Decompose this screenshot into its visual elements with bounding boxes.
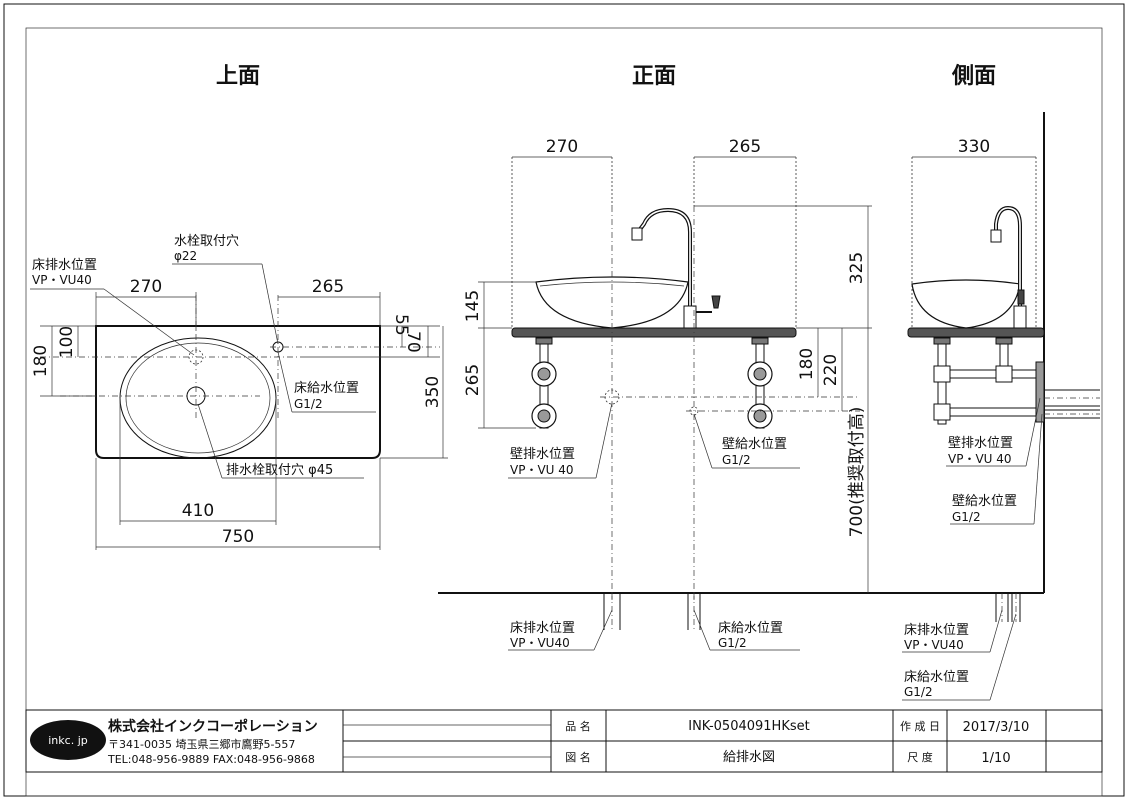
drain-hole-label: 排水栓取付穴 φ45 [226, 463, 333, 478]
view-title-top: 上面 [216, 64, 260, 89]
side-dim-330: 330 [958, 137, 990, 157]
front-dim-325: 325 [847, 252, 867, 284]
front-floor-supply-spec: G1/2 [718, 636, 747, 650]
front-wall-drain-label: 壁排水位置 [510, 447, 575, 462]
front-wall-drain-spec: VP・VU 40 [510, 463, 574, 477]
front-dim-265-left: 265 [463, 364, 483, 396]
front-floor-drain-label: 床排水位置 [510, 621, 575, 636]
drawing-value: 給排水図 [723, 750, 775, 765]
front-view: 270 265 325 145 265 180 220 700(推奨取付高) 壁… [438, 137, 1044, 651]
top-dim-270: 270 [130, 277, 162, 297]
title-block: inkc. jp 株式会社インクコーポレーション 〒341-0035 埼玉県三郷… [25, 709, 1103, 773]
top-dim-100: 100 [57, 326, 77, 358]
side-wall-drain-spec: VP・VU 40 [948, 452, 1012, 466]
front-faucet-body [683, 305, 697, 329]
logo-text: inkc. jp [48, 734, 87, 747]
top-floor-drain-label: 床排水位置 [32, 258, 97, 273]
front-leg-left [531, 337, 557, 429]
top-dim-180: 180 [31, 345, 51, 377]
side-counter [907, 327, 1045, 338]
side-wall-drain-label: 壁排水位置 [948, 436, 1013, 451]
top-dim-265: 265 [312, 277, 344, 297]
top-counter-outline [95, 325, 381, 459]
top-basin-inner [125, 342, 271, 454]
scale-value: 1/10 [981, 751, 1010, 766]
top-dim-55: 55 [391, 314, 411, 336]
front-dim-270: 270 [546, 137, 578, 157]
view-title-side: 側面 [951, 64, 996, 89]
front-dim-180: 180 [797, 348, 817, 380]
top-dim-70: 70 [403, 331, 423, 353]
scale-label: 尺 度 [907, 750, 933, 764]
product-value: INK-0504091HKset [688, 719, 809, 734]
top-floor-supply-spec: G1/2 [294, 397, 323, 411]
front-wall-supply-label: 壁給水位置 [722, 437, 787, 452]
front-dim-220: 220 [821, 354, 841, 386]
side-floor-supply-spec: G1/2 [904, 685, 933, 699]
front-floor-supply-label: 床給水位置 [718, 621, 783, 636]
top-floor-supply-label: 床給水位置 [294, 381, 359, 396]
front-faucet-handle [711, 295, 721, 309]
side-view: 330 壁排水位置 VP・VU 40 壁給水位 [902, 112, 1100, 701]
side-floor-supply-label: 床給水位置 [904, 670, 969, 685]
front-dim-145: 145 [463, 290, 483, 322]
top-floor-drain-spec: VP・VU40 [32, 273, 92, 287]
front-faucet-nozzle [631, 227, 643, 241]
top-dim-350: 350 [423, 376, 443, 408]
drawing-label: 図 名 [565, 750, 591, 764]
side-floor-drain-spec: VP・VU40 [904, 638, 964, 652]
company-contact: TEL:048-956-9889 FAX:048-956-9868 [107, 753, 315, 766]
inner-border [25, 27, 1103, 797]
view-title-front: 正面 [632, 64, 676, 89]
top-dim-750: 750 [222, 527, 254, 547]
top-view: 270 265 55 70 180 100 350 410 750 [30, 234, 448, 550]
faucet-hole-label: 水栓取付穴 [174, 234, 239, 249]
top-basin-outer [119, 337, 277, 459]
date-label: 作 成 日 [900, 720, 940, 733]
front-leg-right [747, 337, 773, 429]
front-wall-supply-spec: G1/2 [722, 453, 751, 467]
front-floor-drain-spec: VP・VU40 [510, 636, 570, 650]
side-wall-supply-label: 壁給水位置 [952, 494, 1017, 509]
product-label: 品 名 [565, 719, 591, 733]
side-bowl [911, 279, 1021, 329]
install-height-label: 700(推奨取付高) [847, 407, 867, 538]
front-dim-265: 265 [729, 137, 761, 157]
side-floor-drain-label: 床排水位置 [904, 623, 969, 638]
front-counter [511, 327, 797, 338]
top-dim-410: 410 [182, 501, 214, 521]
company-address: 〒341-0035 埼玉県三郷市鷹野5-557 [108, 737, 295, 751]
company-name: 株式会社インクコーポレーション [108, 718, 318, 735]
faucet-hole-size: φ22 [174, 249, 197, 263]
date-value: 2017/3/10 [963, 720, 1030, 735]
company-logo [30, 720, 106, 760]
side-wall-supply-spec: G1/2 [952, 510, 981, 524]
